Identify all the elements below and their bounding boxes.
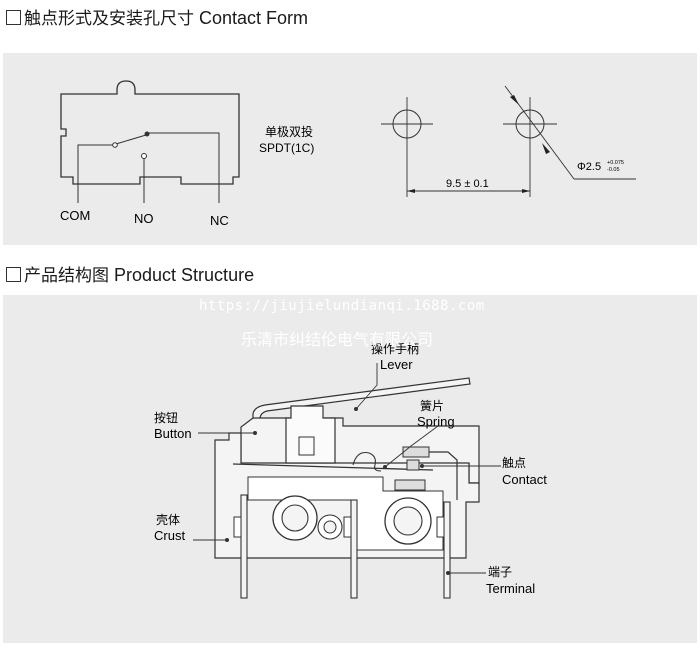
checkbox-square-icon <box>6 267 21 282</box>
section-title-cn: 触点形式及安装孔尺寸 <box>24 9 194 29</box>
terminal-com <box>233 494 248 599</box>
contact-form-panel: COM NO NC 单极双投 SPDT(1C) Φ2.5 +0.075 -0.0… <box>3 53 697 245</box>
section-title-en: Product Structure <box>114 265 255 285</box>
section-heading-product-structure: 产品结构图 Product Structure <box>6 261 254 286</box>
lever <box>252 377 471 428</box>
section-title-en: Contact Form <box>199 8 309 28</box>
spring-label-en: Spring <box>417 414 455 429</box>
spring-label-cn: 簧片 <box>420 398 444 413</box>
lever-label-en: Lever <box>380 357 413 372</box>
moving-blade <box>232 463 434 471</box>
hole-diameter-label: Φ2.5 <box>577 161 601 173</box>
product-structure-panel: 操作手柄 Lever 按钮 Button 簧片 Spring 触点 Contac… <box>3 295 697 643</box>
contact-label-cn: 触点 <box>502 456 526 470</box>
right-mounting-hole <box>503 85 636 197</box>
hole-tolerance-lower: -0.05 <box>607 167 620 173</box>
spring <box>352 451 382 472</box>
watermark-company: 乐清市纠结伦电气有限公司 <box>241 330 434 349</box>
contact-label-en: Contact <box>502 472 547 487</box>
product-structure-diagram: 操作手柄 Lever 按钮 Button 簧片 Spring 触点 Contac… <box>154 341 547 599</box>
terminal-label-en: Terminal <box>486 581 535 596</box>
contact-assembly <box>394 446 458 500</box>
hole-tolerance-upper: +0.075 <box>607 160 624 166</box>
button-label-cn: 按钮 <box>154 410 178 425</box>
checkbox-square-icon <box>6 10 21 25</box>
switch-type-cn: 单极双投 <box>265 124 313 139</box>
switch-type-en: SPDT(1C) <box>259 141 314 155</box>
crust-label-en: Crust <box>154 528 185 543</box>
terminal-no-label: NO <box>134 211 154 226</box>
terminal-com-label: COM <box>60 208 90 223</box>
terminal-nc <box>436 501 451 599</box>
left-mounting-hole <box>381 97 433 197</box>
button-label-en: Button <box>154 426 192 441</box>
switch-body-outline <box>60 80 240 185</box>
section-heading-contact-form: 触点形式及安装孔尺寸 Contact Form <box>6 4 308 29</box>
lever-label-cn: 操作手柄 <box>371 341 419 356</box>
contact-form-diagram: COM NO NC 单极双投 SPDT(1C) Φ2.5 +0.075 -0.0… <box>60 80 636 228</box>
watermark-url: https://jiujielundianqi.1688.com <box>199 298 485 314</box>
crust-label-cn: 壳体 <box>156 513 180 527</box>
terminal-nc-label: NC <box>210 213 229 228</box>
section-title-cn: 产品结构图 <box>24 266 109 286</box>
button <box>285 405 336 464</box>
terminal-no <box>343 499 358 599</box>
terminal-label-cn: 端子 <box>488 565 512 579</box>
hole-spacing-label: 9.5 ± 0.1 <box>446 178 489 190</box>
